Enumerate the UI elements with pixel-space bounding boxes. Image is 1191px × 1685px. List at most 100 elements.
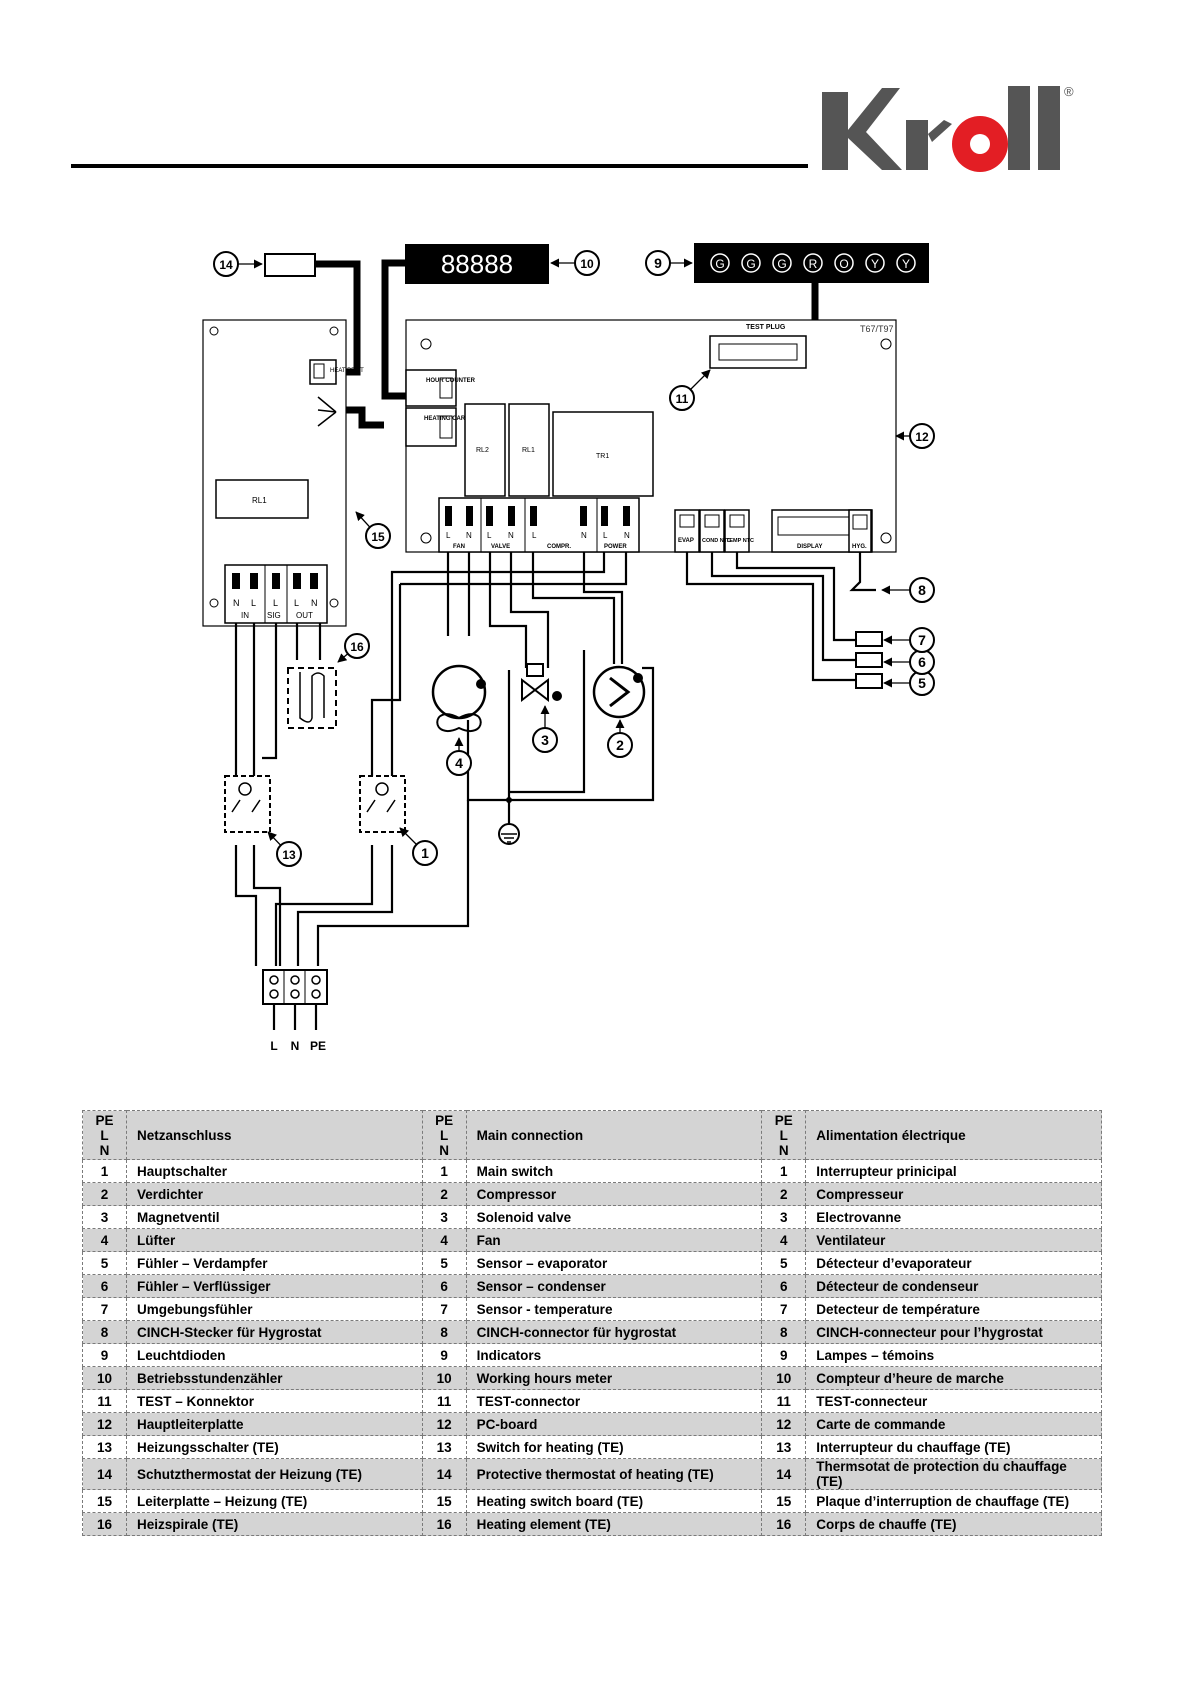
callout-number: 5	[918, 675, 926, 691]
callout-16: 16	[337, 633, 370, 663]
legend-number-fr: 12	[761, 1412, 807, 1436]
header-de: Netzanschluss	[126, 1110, 423, 1160]
legend-text-de: Lüfter	[126, 1228, 423, 1252]
legend-number-fr: 16	[761, 1512, 807, 1536]
terminal-in-label: IN	[241, 611, 249, 620]
callout-number: 13	[282, 848, 296, 862]
callout-number: 10	[580, 257, 594, 271]
legend-number-fr: 6	[761, 1274, 807, 1298]
mains-terminal	[262, 969, 328, 1005]
relay-rl2-label: RL2	[476, 447, 489, 454]
terminal-l: L	[251, 598, 256, 608]
legend-text-de: Magnetventil	[126, 1205, 423, 1229]
legend-number-de: 1	[81, 1159, 128, 1183]
legend-text-en: PC-board	[465, 1412, 763, 1436]
legend-number-fr: 3	[761, 1205, 807, 1229]
test-plug-label: TEST PLUG	[746, 324, 786, 331]
legend-number-fr: 11	[761, 1389, 807, 1413]
legend-text-fr: Corps de chauffe (TE)	[805, 1512, 1102, 1536]
legend-number-fr: 1	[761, 1159, 807, 1183]
indicator-led-letter: G	[715, 257, 724, 271]
indicator-led	[803, 253, 823, 273]
callout-number: 15	[371, 530, 385, 544]
callout-6: 6	[883, 649, 935, 675]
legend-number-en: 14	[421, 1458, 467, 1490]
mains-l-label: L	[270, 1039, 277, 1053]
legend-number-en: 7	[421, 1297, 467, 1321]
header-rule	[71, 164, 808, 168]
header-fr: Alimentation électrique	[805, 1110, 1102, 1160]
indicator-led	[896, 253, 916, 273]
valve-label: VALVE	[491, 544, 510, 550]
fan-motor	[431, 664, 487, 720]
power-n: N	[624, 531, 630, 540]
legend-number-fr: 7	[761, 1297, 807, 1321]
hour-counter-label: HOUR COUNTER	[426, 378, 476, 384]
indicator-led	[710, 253, 730, 273]
legend-number-de: 15	[81, 1489, 128, 1513]
legend-number-fr: 2	[761, 1182, 807, 1206]
legend-number-de: 14	[81, 1458, 128, 1490]
main-switch	[359, 775, 406, 833]
legend-number-en: 8	[421, 1320, 467, 1344]
mains-n-label: N	[291, 1039, 300, 1053]
evap-connector	[674, 509, 700, 553]
valve-n: N	[508, 531, 514, 540]
sensor-evaporator	[855, 631, 883, 647]
cond-ntc-label: COND NTC	[702, 538, 731, 544]
legend-text-de: Leuchtdioden	[126, 1343, 423, 1367]
terminal-n: N	[233, 598, 240, 608]
indicator-led-letter: Y	[871, 257, 879, 271]
terminal-out-label: OUT	[296, 611, 313, 620]
heating-card-label: HEATING CARD	[424, 416, 470, 422]
terminal-out-l: L	[294, 598, 299, 608]
valve-l: L	[487, 531, 492, 540]
legend-number-fr: 4	[761, 1228, 807, 1252]
test-plug	[709, 335, 807, 369]
power-l: L	[603, 531, 608, 540]
callout-number: 3	[541, 732, 549, 748]
indicator-led	[865, 253, 885, 273]
legend-text-de: Heizungsschalter (TE)	[126, 1435, 423, 1459]
legend-text-fr: Détecteur d’evaporateur	[805, 1251, 1102, 1275]
legend-text-en: Sensor – evaporator	[465, 1251, 763, 1275]
callout-1: 1	[399, 827, 438, 866]
callout-number: 12	[915, 430, 929, 444]
legend-text-fr: Carte de commande	[805, 1412, 1102, 1436]
legend-number-de: 16	[81, 1512, 128, 1536]
callout-5: 5	[883, 670, 935, 696]
legend-number-en: 3	[421, 1205, 467, 1229]
callout-number: 7	[918, 632, 926, 648]
legend-number-fr: 9	[761, 1343, 807, 1367]
callout-15: 15	[355, 511, 391, 549]
legend-text-en: Heating switch board (TE)	[465, 1489, 763, 1513]
legend-text-en: Main switch	[465, 1159, 763, 1183]
callout-12: 12	[895, 423, 935, 449]
indicator-led-letter: G	[746, 257, 755, 271]
callout-14: 14	[213, 251, 263, 277]
heating-relay-label: RL1	[252, 496, 267, 505]
sensor-temperature	[855, 673, 883, 689]
fan-n: N	[466, 531, 472, 540]
mains-pe-label: PE	[310, 1039, 326, 1053]
hours-display	[405, 244, 549, 284]
legend-text-fr: Interrupteur du chauffage (TE)	[805, 1435, 1102, 1459]
relay-rl1-label: RL1	[522, 447, 535, 454]
legend-number-de: 4	[81, 1228, 128, 1252]
callout-number: 16	[350, 640, 364, 654]
legend-number-en: 5	[421, 1251, 467, 1275]
heat-protection-thermostat	[264, 253, 316, 277]
callout-number: 4	[455, 755, 463, 771]
relay-rl2	[464, 403, 506, 497]
indicator-led-letter: Y	[902, 257, 910, 271]
legend-text-fr: Détecteur de condenseur	[805, 1274, 1102, 1298]
callout-number: 14	[219, 258, 233, 272]
terminal-out-n: N	[311, 598, 318, 608]
legend-text-en: Fan	[465, 1228, 763, 1252]
